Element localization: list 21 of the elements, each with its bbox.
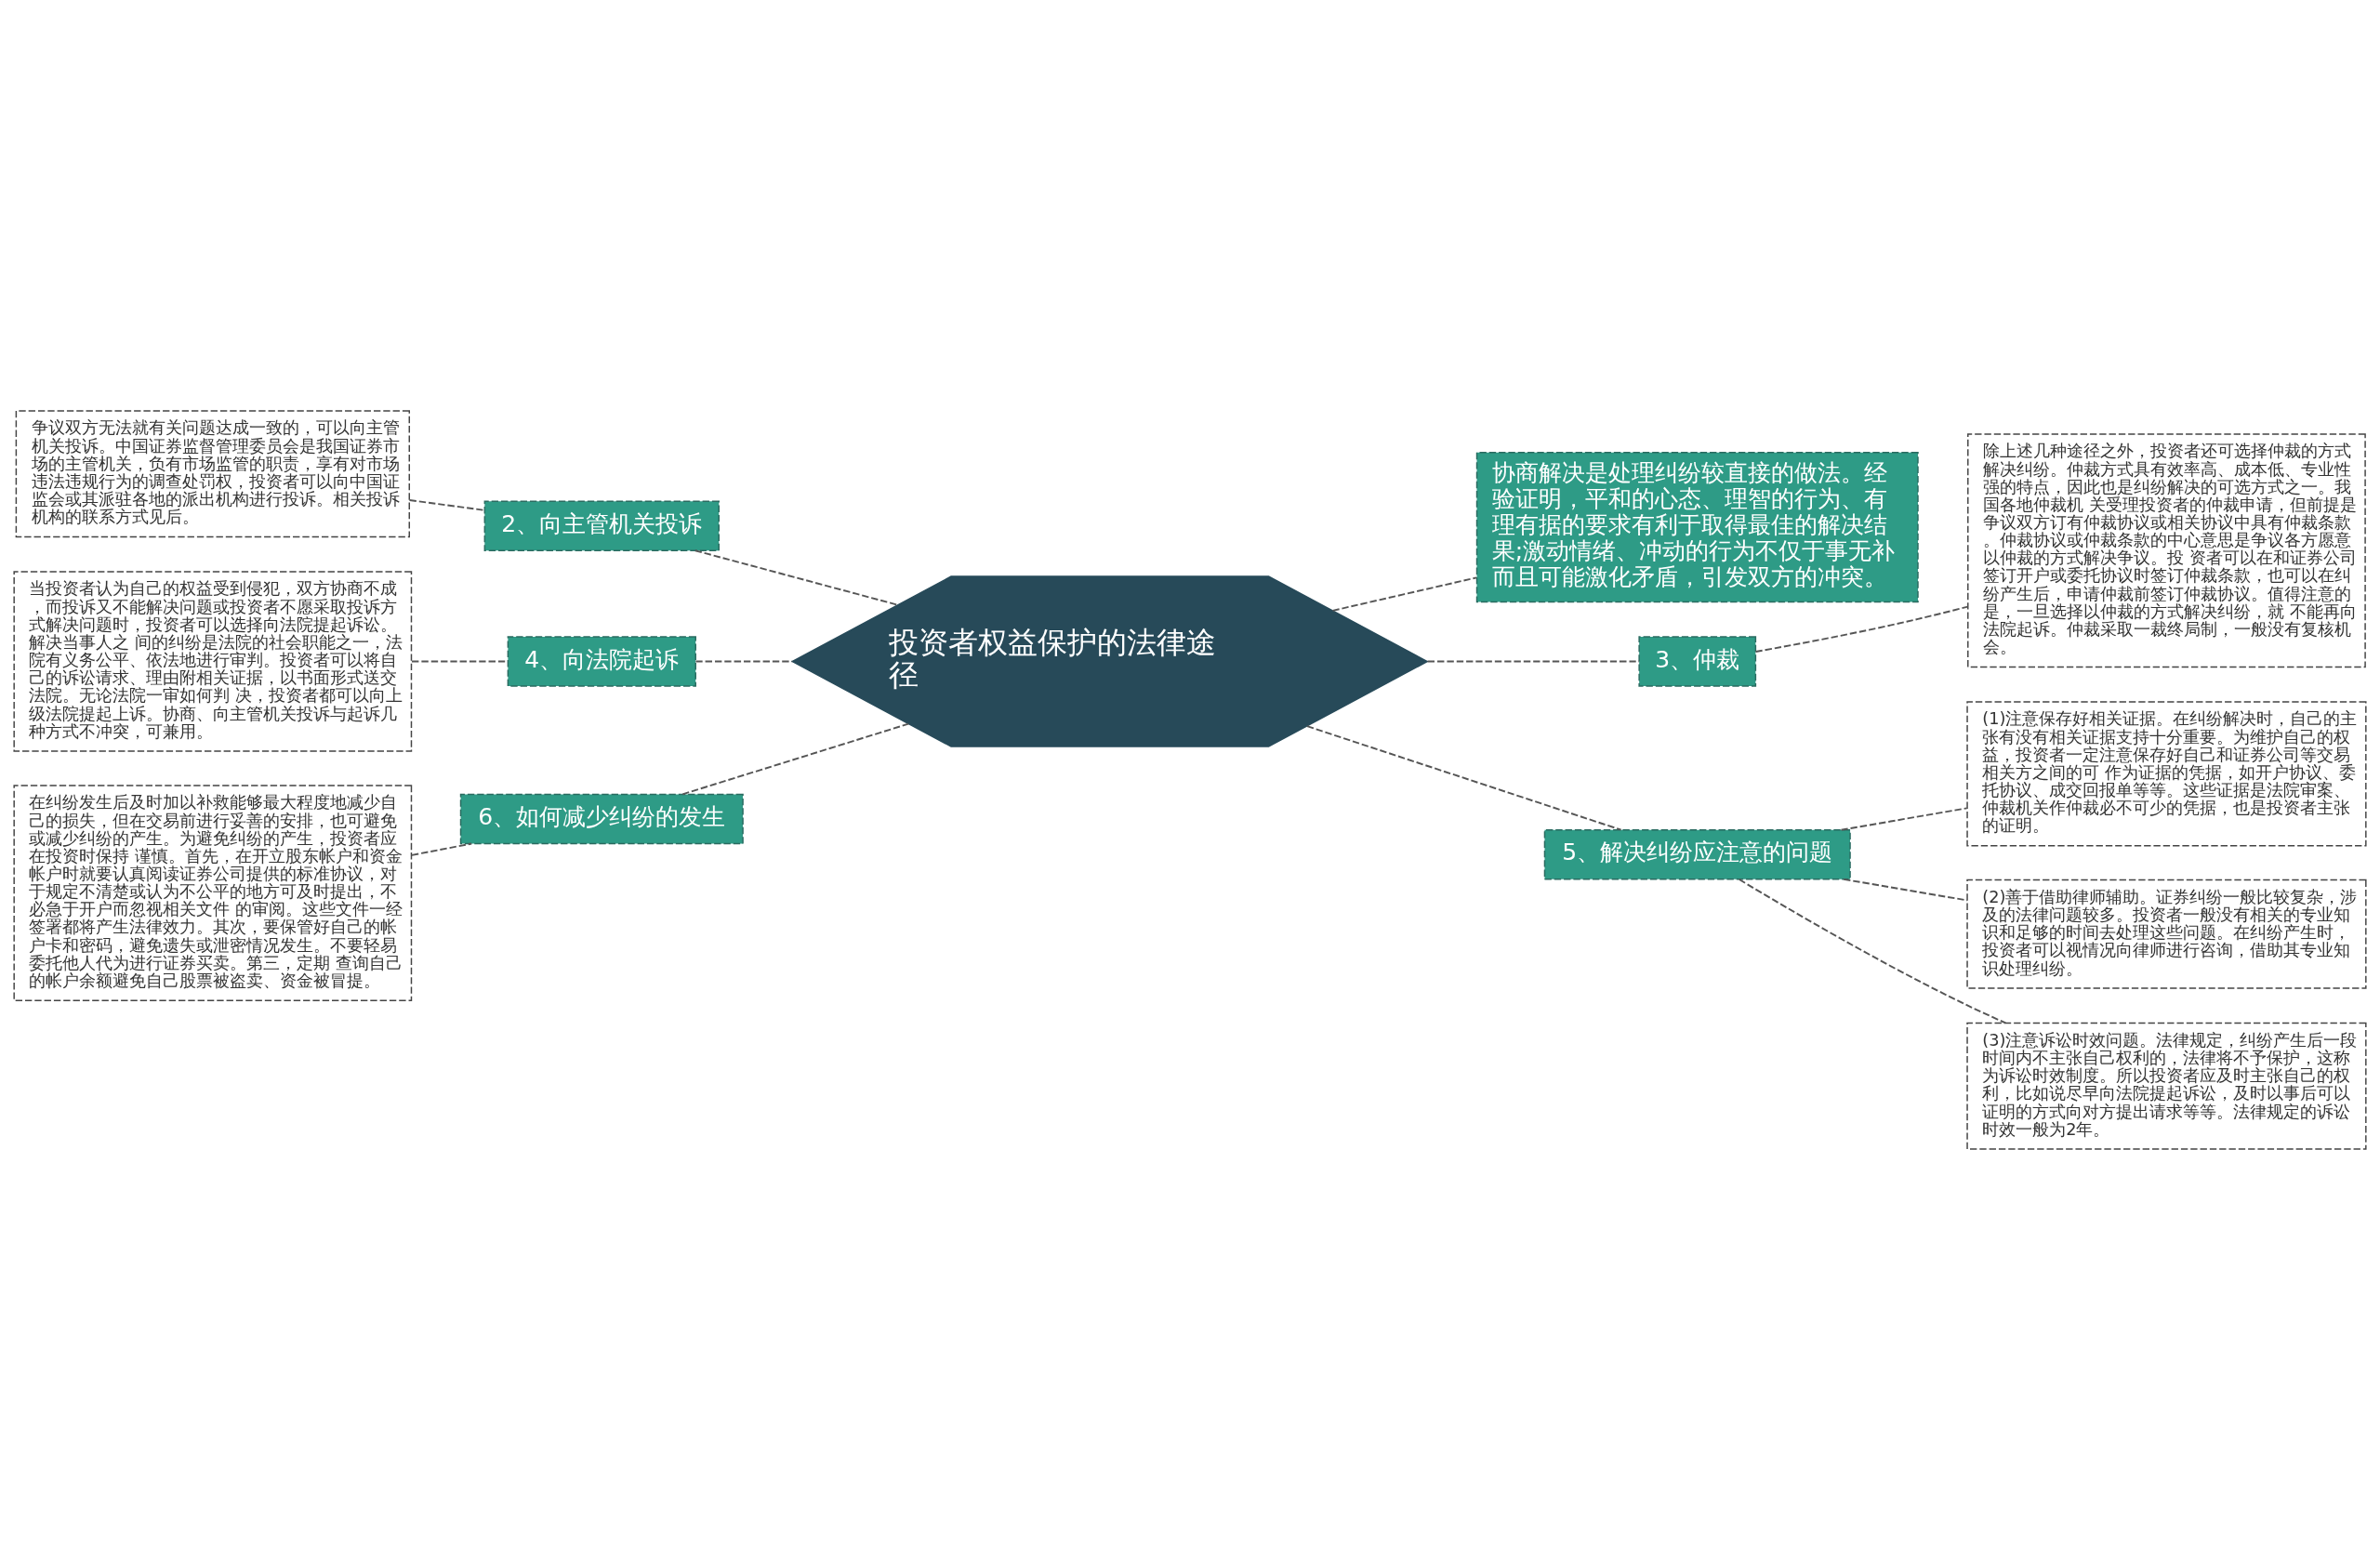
connector — [1843, 878, 1968, 901]
node-box: 在纠纷发生后及时加以补救能够最大程度地减少自己的损失，但在交易前进行妥善的安排，也可避免或减少纠纷的产生。为避免纠纷的产生，投资者应在投资时保持 谨慎。首先，在开立股东帐户和资金帐户时就要认真阅读证券公司提供的标准协议，对于规定不清楚或认为不公平的地方可及时提出，不必急于开户而忽视相关文件 的审阅。这些文件一经签署都将产生法律效力。其次，要保管好自己的帐户卡和密码，避免遗失或泄密情况发生。不要轻易委托他人代为进行证券买卖。第三，定期 查询自己的帐户余额避免自己股票被盗卖、资金被冒提。 — [13, 784, 413, 1001]
node-box: 协商解决是处理纠纷较直接的做法。经验证明，平和的心态、理智的行为、有理有据的要求有利于取得最佳的解决结果;激动情绪、冲动的行为不仅于事无补而且可能激化矛盾，引发双方的冲突。 — [1475, 451, 1919, 602]
node-box: 当投资者认为自己的权益受到侵犯，双方协商不成，而投诉又不能解决问题或投资者不愿采取投诉方式解决问题时，投资者可以选择向法院提起诉讼。解决当事人之 间的纠纷是法院的社会职能之一，法院有义务公平、依法地进行审判。投资者可以将自己的诉讼请求、理由附相关证据，以书面形式送交法院。无论法院一审如何判 决，投资者都可以向上级法院提起上诉。协商、向主管机关投诉与起诉几种方式不冲突，可兼用。 — [13, 570, 413, 752]
connector — [681, 722, 910, 795]
node-box: 2、向主管机关投诉 — [483, 499, 721, 551]
connector — [1840, 806, 1968, 831]
node-box: 争议双方无法就有关问题达成一致的，可以向主管机关投诉。中国证券监督管理委员会是我国证券市场的主管机关，负有市场监管的职责，享有对市场违法违规行为的调查处罚权，投资者可以向中国证监会或其派驻各地的派出机构进行投诉。相关投诉机构的联系方式见后。 — [15, 409, 410, 537]
connector — [694, 548, 899, 606]
node-box: 5、解决纠纷应注意的问题 — [1543, 828, 1851, 880]
node-box: 3、仲裁 — [1638, 635, 1757, 687]
node-box: (2)善于借助律师辅助。证券纠纷一般比较复杂，涉及的法律问题较多。投资者一般没有相关的专业知识和足够的时间去处理这些问题。在纠纷产生时，投资者可以视情况向律师进行咨询，借助其专业知识处理纠纷。 — [1966, 879, 2367, 989]
node-box: (1)注意保存好相关证据。在纠纷解决时，自己的主张有没有相关证据支持十分重要。为维护自己的权益，投资者一定注意保存好自己和证券公司等交易相关方之间的可 作为证据的凭据，如开户协议、委托协议、成交回报单等等。这些证据是法院审案、仲裁机关作仲裁必不可少的凭据，也是投资者主张的证明。 — [1966, 700, 2367, 846]
node-box: (3)注意诉讼时效问题。法律规定，纠纷产生后一段时间内不主张自己权利的，法律将不予保护，这称为诉讼时效制度。所以投资者应及时主张自己的权利，比如说尽早向法院提起诉讼，及时以事后可以证明的方式向对方提出请求等等。法律规定的诉讼时效一般为2年。 — [1966, 1022, 2367, 1150]
node-box: 6、如何减少纠纷的发生 — [459, 793, 744, 844]
connector — [410, 842, 472, 856]
connector — [1331, 575, 1477, 612]
node-box: 除上述几种途径之外，投资者还可选择仲裁的方式解决纠纷。仲裁方式具有效率高、成本低、专业性强的特点，因此也是纠纷解决的可选方式之一。我国各地仲裁机 关受理投资者的仲裁申请，但前提是争议双方订有仲裁协议或相关协议中具有仲裁条款。仲裁协议或仲裁条款的中心意思是争议各方愿意以仲裁的方式解决争议。投 资者可以在和证券公司签订开户或委托协议时签订仲裁条款，也可以在纠纷产生后，申请仲裁前签订仲裁协议。值得注意的是，一旦选择以仲裁的方式解决纠纷，就 不能再向法院起诉。仲裁采取一裁终局制，一般没有复核机会。 — [1967, 432, 2366, 667]
connector — [1306, 724, 1622, 831]
connector — [1754, 605, 1969, 653]
node-box: 4、向法院起诉 — [507, 635, 696, 687]
